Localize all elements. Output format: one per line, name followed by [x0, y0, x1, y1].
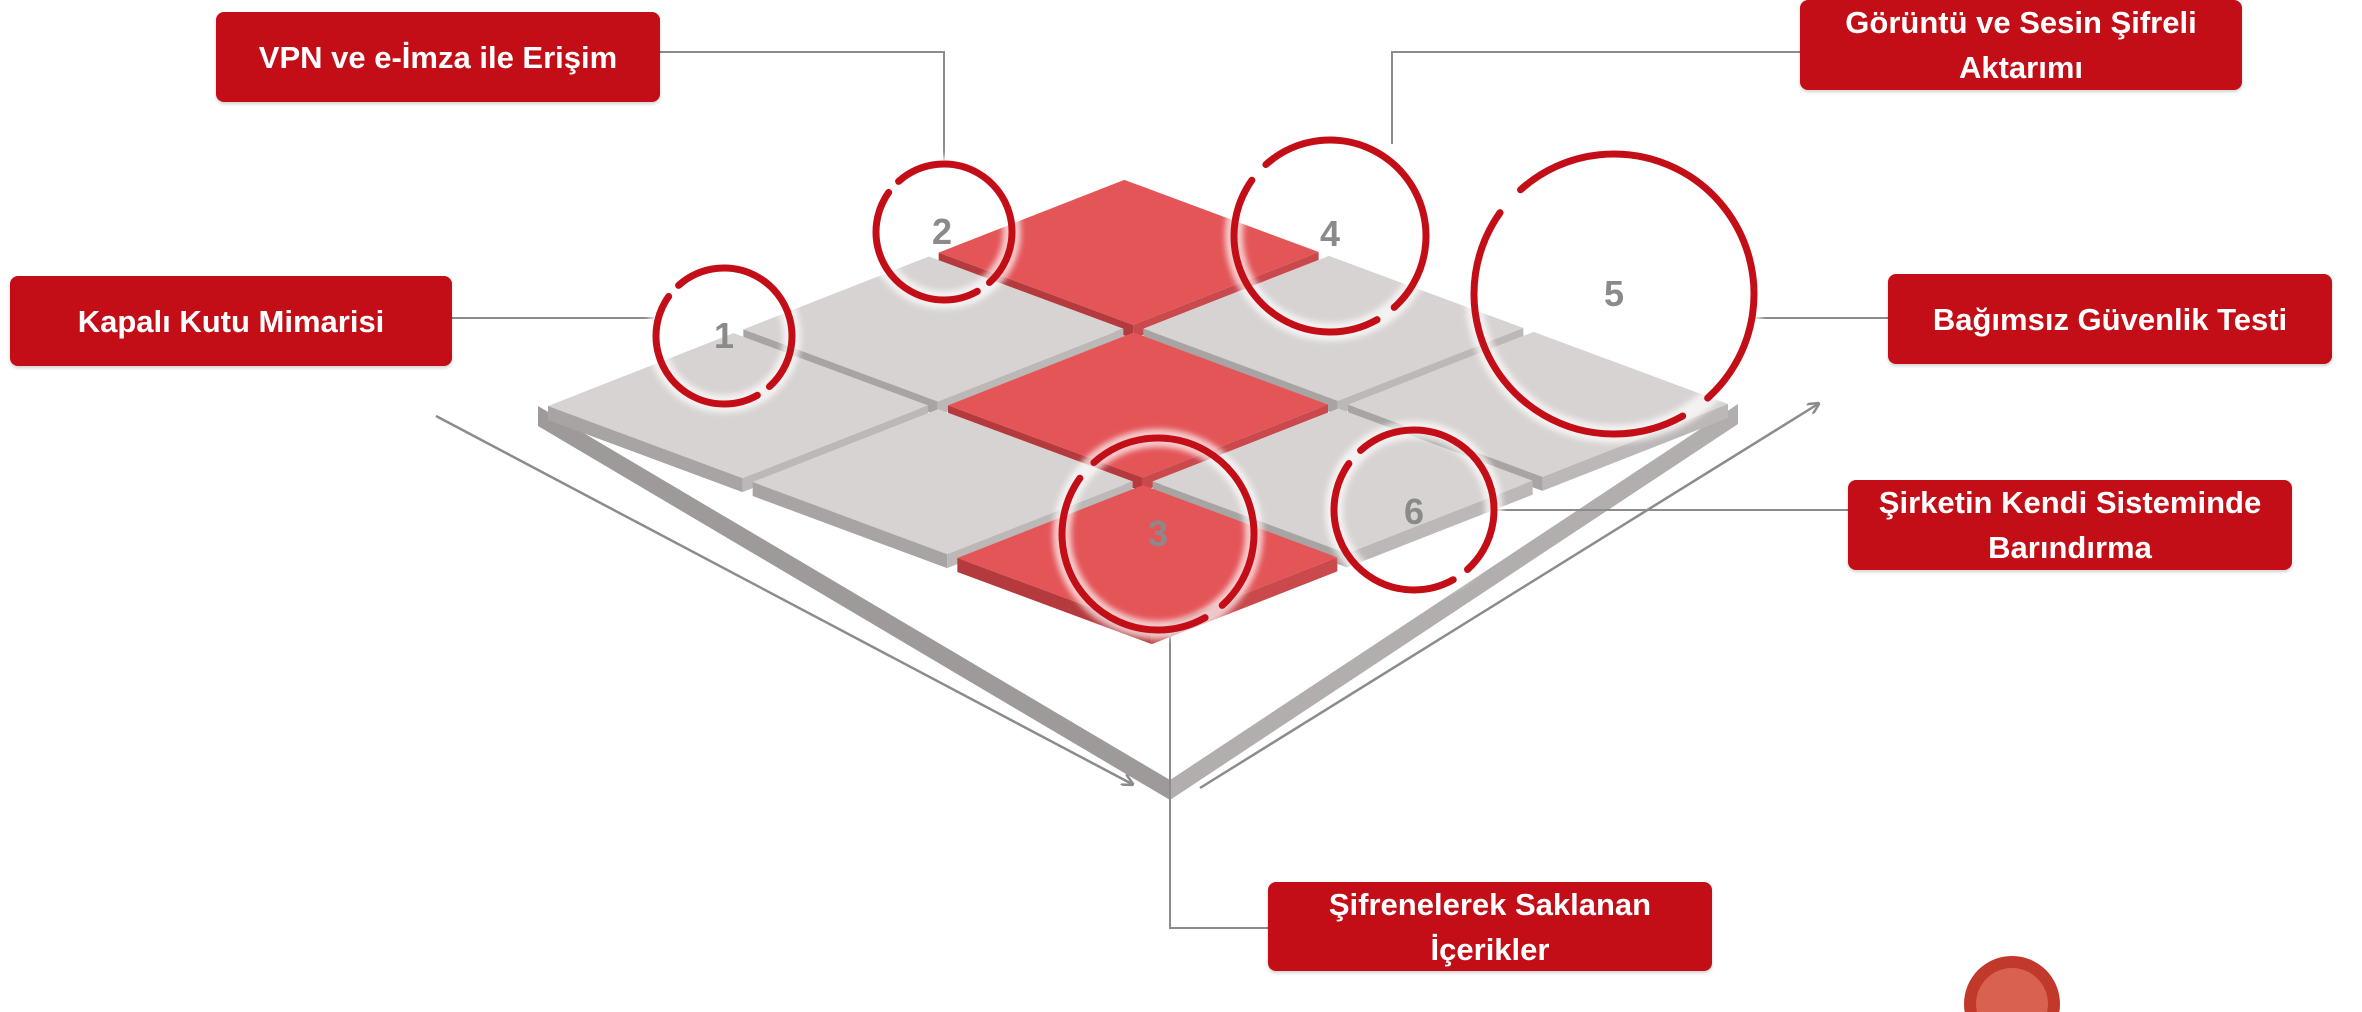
label-vpn-esignature: VPN ve e-İmza ile Erişim [216, 12, 660, 102]
label-self-hosting: Şirketin Kendi Sisteminde Barındırma [1848, 480, 2292, 570]
marker-number-5: 5 [1604, 273, 1624, 314]
logo-emblem-icon [1960, 952, 2064, 1012]
label-independent-security-test: Bağımsız Güvenlik Testi [1888, 274, 2332, 364]
label-encrypted-video-audio: Görüntü ve Sesin Şifreli Aktarımı [1800, 0, 2242, 90]
connector-2 [658, 52, 944, 160]
marker-number-2: 2 [932, 211, 952, 252]
connector-4 [1392, 52, 1800, 144]
marker-number-1: 1 [714, 315, 734, 356]
marker-number-4: 4 [1320, 213, 1340, 254]
label-blackbox-architecture: Kapalı Kutu Mimarisi [10, 276, 452, 366]
marker-number-6: 6 [1404, 491, 1424, 532]
label-encrypted-storage: Şifrenelerek Saklanan İçerikler [1268, 882, 1712, 971]
marker-number-3: 3 [1148, 513, 1168, 554]
